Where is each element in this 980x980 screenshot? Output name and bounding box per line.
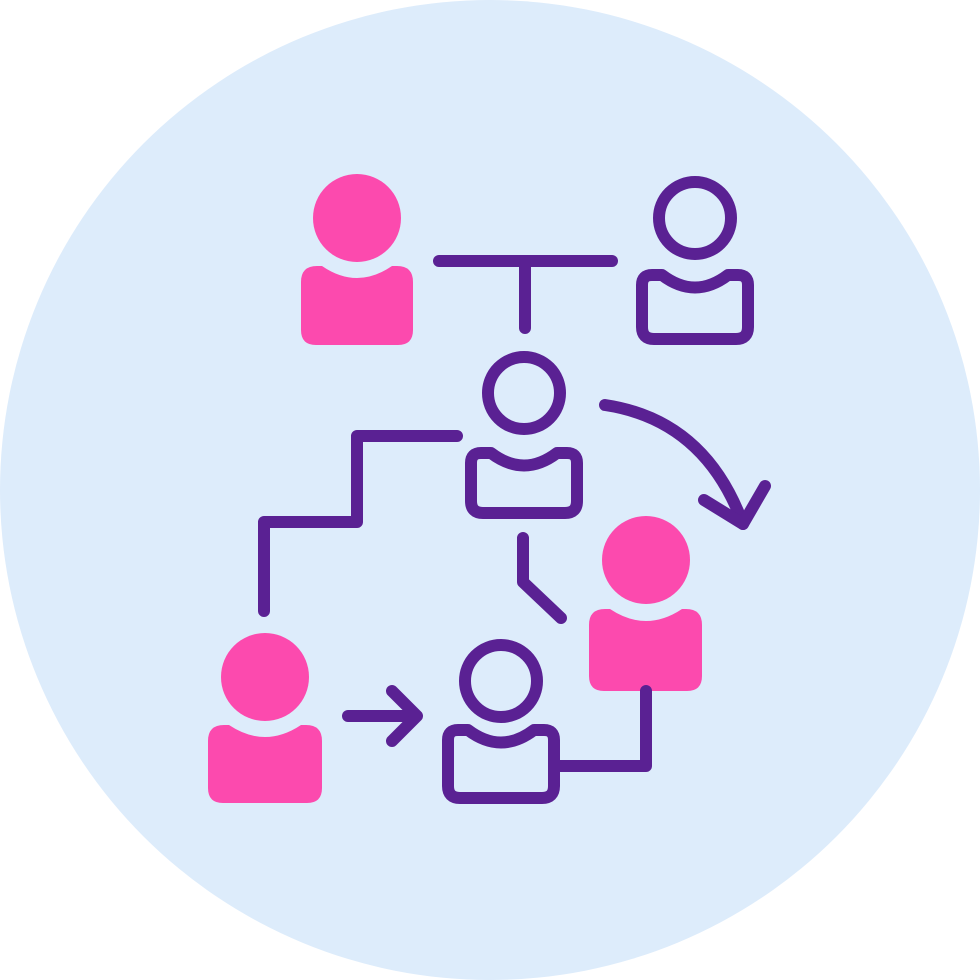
t-connector-line	[433, 255, 618, 334]
right-arrow-icon	[342, 685, 423, 747]
person-top-left-filled-icon	[301, 174, 413, 345]
curved-arrow-icon	[599, 399, 771, 530]
branch-line	[517, 532, 567, 624]
elbow-connector-line	[551, 685, 652, 772]
person-center-outline-icon	[465, 351, 583, 519]
person-bottom-center-outline-icon	[442, 639, 560, 804]
person-bottom-left-filled-icon	[208, 633, 322, 803]
staircase-line	[258, 430, 463, 617]
person-right-filled-icon	[589, 516, 702, 691]
person-top-right-outline-icon	[636, 176, 754, 345]
